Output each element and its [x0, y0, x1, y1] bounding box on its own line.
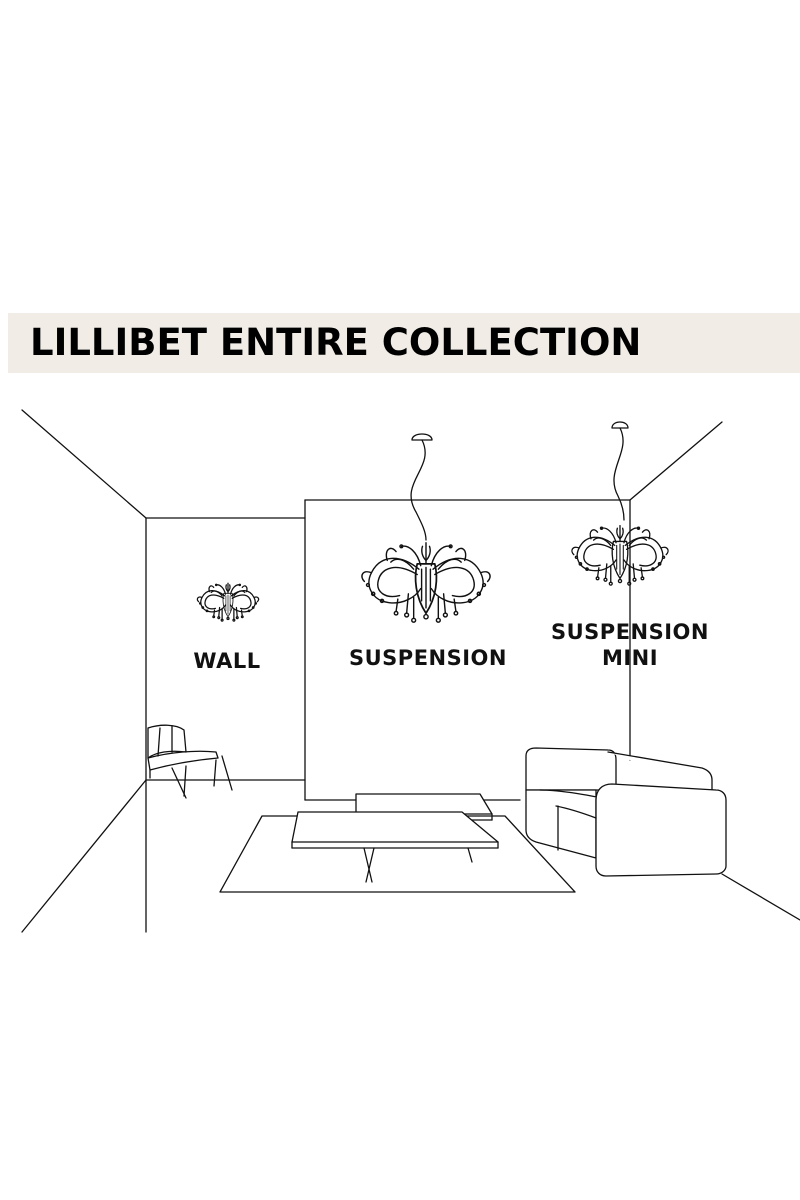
- suspension-mini-lamp-illustration: [571, 421, 669, 586]
- suspension-lamp-illustration: [361, 433, 491, 624]
- lounge-chair: [147, 724, 233, 799]
- wall-lamp-illustration: [196, 582, 260, 622]
- suspension-mini-label-line2: MINI: [602, 646, 658, 670]
- sofa: [525, 747, 727, 877]
- wall-label: WALL: [193, 649, 260, 673]
- suspension-mini-label-line1: SUSPENSION: [551, 620, 709, 644]
- room-walls: [21, 409, 800, 933]
- page-title: LILLIBET ENTIRE COLLECTION: [30, 321, 642, 364]
- suspension-label: SUSPENSION: [349, 646, 507, 670]
- coffee-table: [291, 793, 499, 883]
- title-band: LILLIBET ENTIRE COLLECTION: [8, 313, 800, 373]
